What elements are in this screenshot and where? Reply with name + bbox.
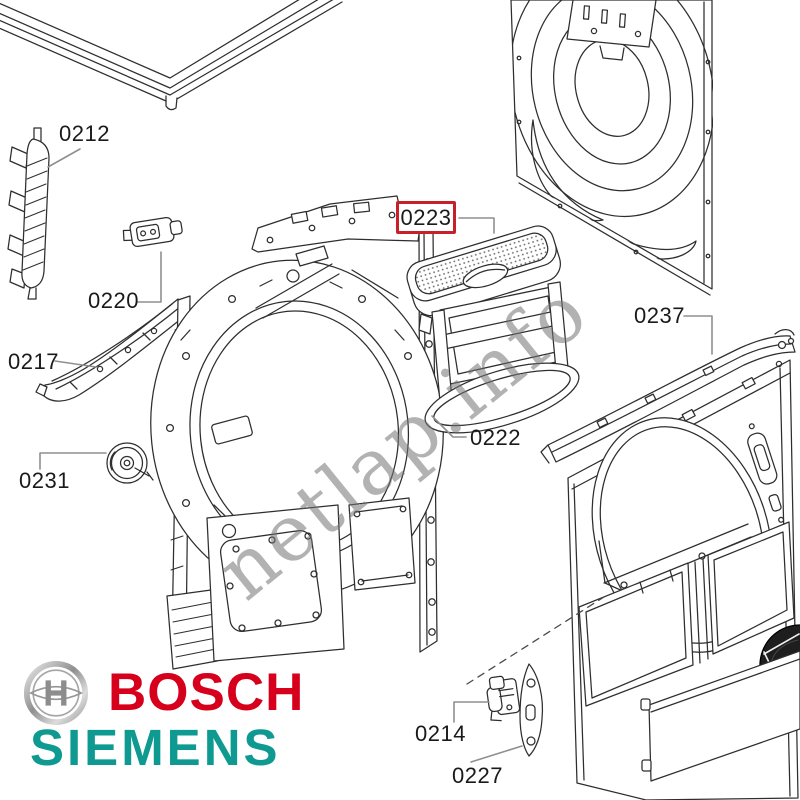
part-label-0223-highlighted: 0223 (396, 201, 456, 234)
part-0227-plate (519, 663, 544, 757)
part-0220 (122, 216, 183, 248)
part-label-0222: 0222 (470, 425, 521, 450)
leader-lines (39, 148, 713, 763)
front-bulkhead-assembly (150, 195, 444, 670)
rear-panel-part (510, 0, 713, 296)
part-0223-filter (406, 225, 561, 317)
top-cover-part (0, 0, 343, 111)
part-0212 (7, 127, 50, 300)
part-label-0217: 0217 (8, 349, 59, 374)
part-label-0220: 0220 (88, 288, 139, 313)
part-front-panel (567, 359, 800, 800)
part-0237-crossbar (540, 329, 796, 464)
part-0222-frame (418, 281, 580, 434)
part-label-0231: 0231 (19, 468, 70, 493)
part-label-0212: 0212 (59, 121, 110, 146)
bosch-wordmark: BOSCH (108, 663, 305, 722)
part-label-0227: 0227 (452, 763, 503, 788)
part-0214-hinge (486, 675, 521, 722)
bosch-logo-icon (23, 660, 89, 726)
part-label-0214: 0214 (415, 721, 466, 746)
siemens-wordmark: SIEMENS (30, 719, 281, 776)
explode-axis-dashed-line (466, 596, 605, 685)
part-0231 (106, 442, 154, 484)
part-label-0237: 0237 (634, 303, 685, 328)
